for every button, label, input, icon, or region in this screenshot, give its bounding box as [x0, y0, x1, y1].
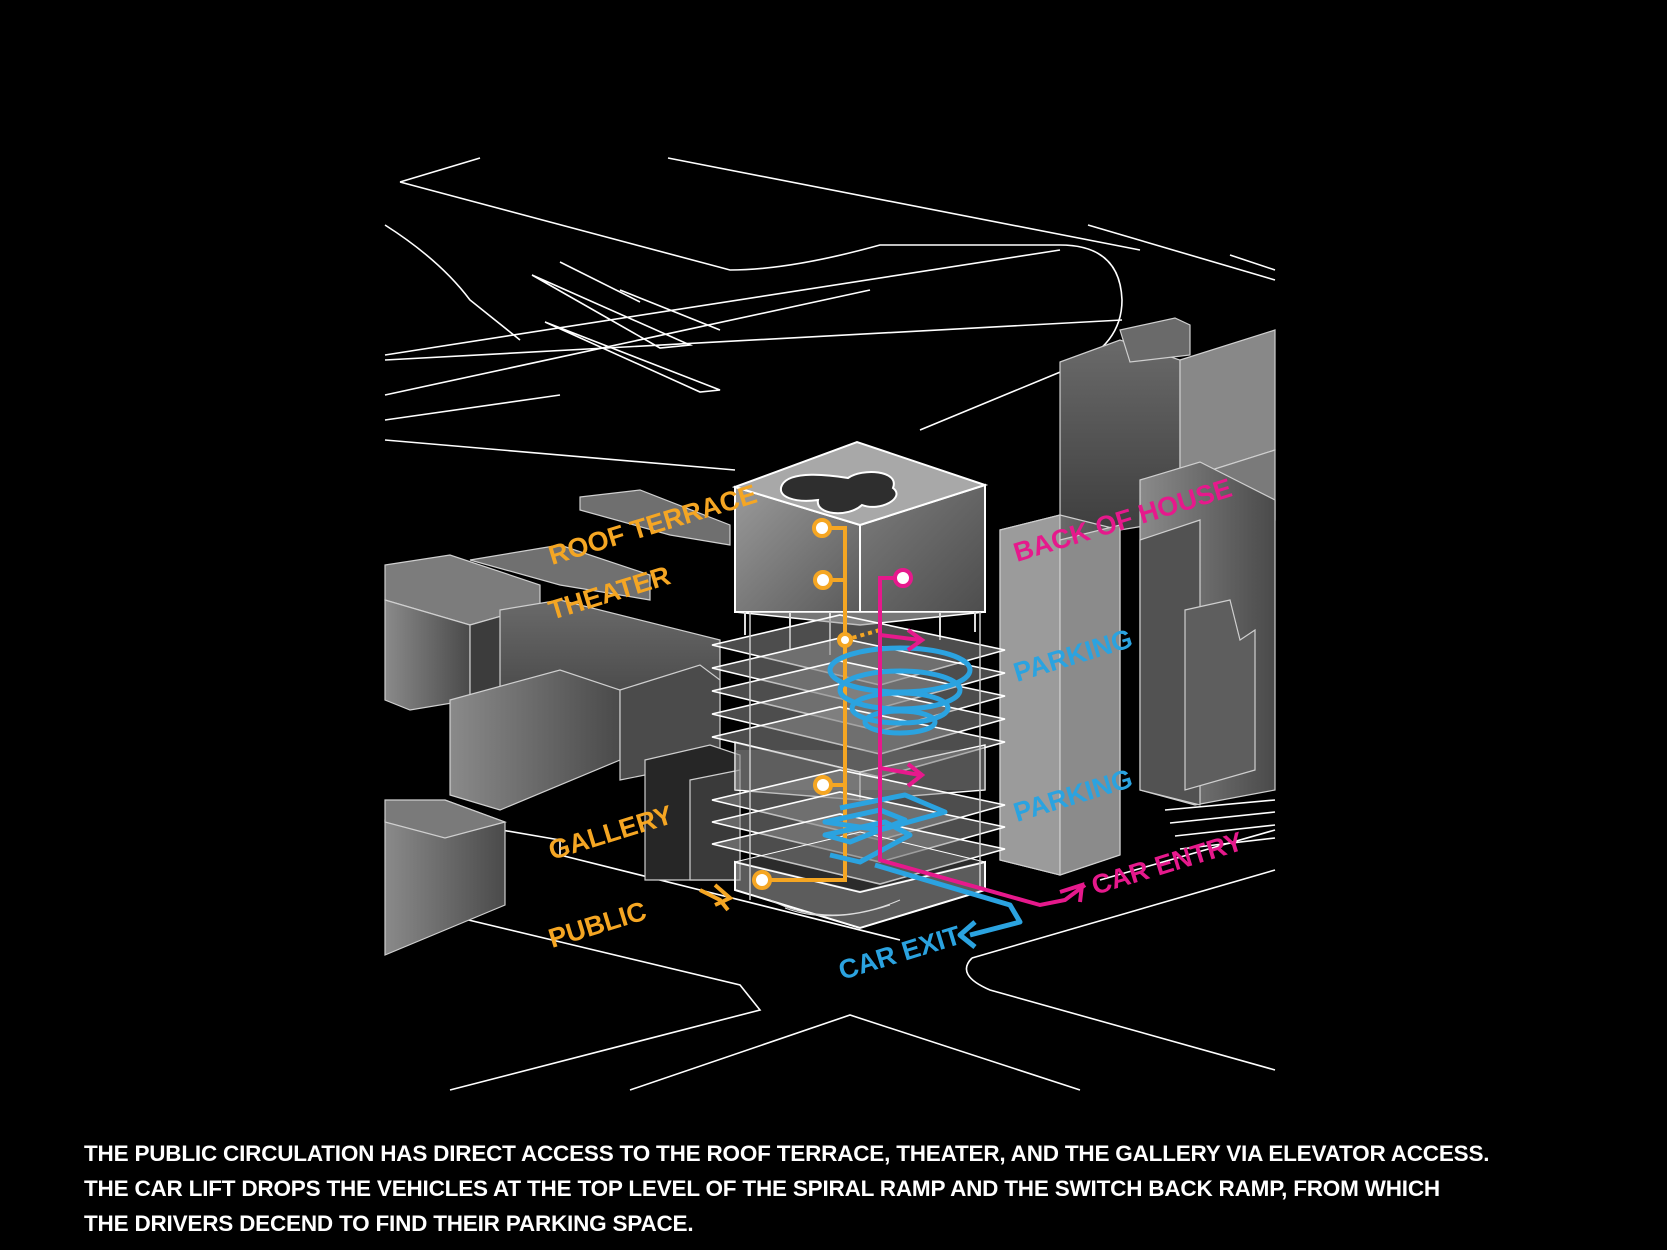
roof-courtyard	[779, 471, 898, 515]
spiral-ramp-3	[849, 690, 951, 726]
back-of-house-path	[878, 576, 1087, 908]
car-circulation-path	[822, 645, 1023, 949]
caption: THE PUBLIC CIRCULATION HAS DIRECT ACCESS…	[84, 1136, 1644, 1241]
label-public: PUBLIC	[545, 896, 650, 954]
caption-line-3: THE DRIVERS DECEND TO FIND THEIR PARKING…	[84, 1211, 694, 1236]
public-circulation-path	[699, 526, 881, 912]
public-circulation-nodes	[752, 518, 853, 890]
context-buildings-left	[384, 489, 741, 956]
context-buildings-right	[999, 317, 1276, 876]
theater-node	[813, 570, 833, 590]
public-node	[752, 870, 772, 890]
site-linework	[384, 157, 1276, 1091]
roof-terrace-node	[812, 518, 832, 538]
switchback-ramp	[822, 792, 948, 865]
label-car-exit: CAR EXIT	[835, 920, 965, 986]
caption-line-1: THE PUBLIC CIRCULATION HAS DIRECT ACCESS…	[84, 1141, 1490, 1166]
spiral-ramp-4	[862, 708, 938, 736]
gallery-node	[813, 775, 833, 795]
caption-line-2: THE CAR LIFT DROPS THE VEHICLES AT THE T…	[84, 1176, 1440, 1201]
back-of-house-node	[893, 568, 913, 588]
theater-level-node	[837, 632, 853, 648]
